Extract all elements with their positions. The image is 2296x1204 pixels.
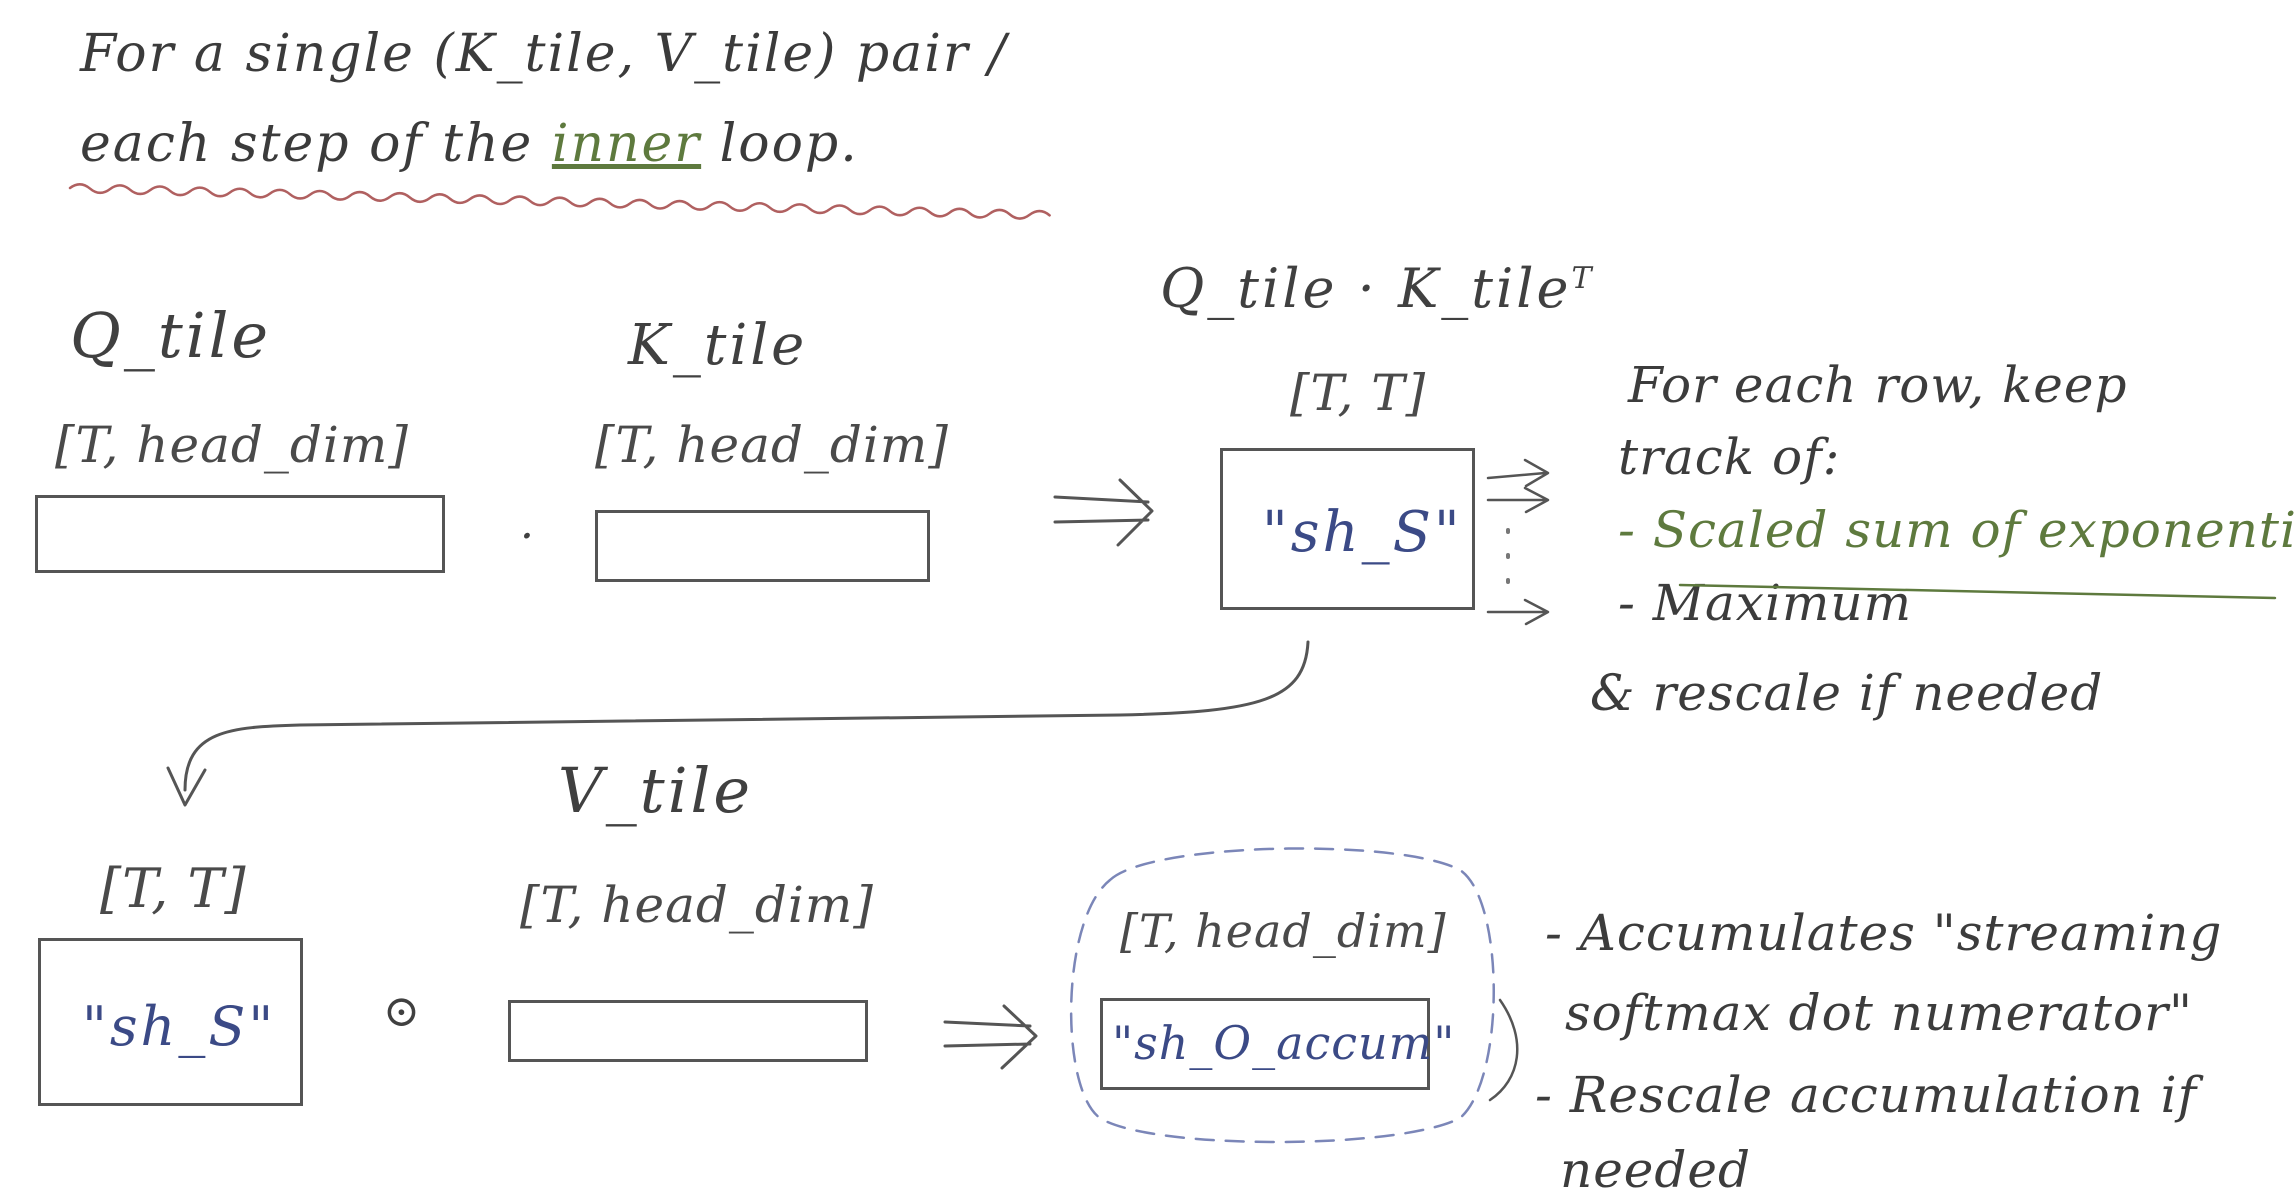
note-accumulates-2: softmax dot numerator": [1565, 984, 2193, 1042]
top-implies-arrow: [1053, 478, 1154, 547]
row-tracking-arrow-1: [1486, 458, 1550, 488]
elementwise-operator: ⊙: [383, 986, 423, 1037]
v-tile-label: V_tile: [558, 754, 754, 827]
row-tracking-arrow-3: [1486, 598, 1550, 626]
bottom-implies-arrow: [943, 1004, 1038, 1070]
sh-o-accum-label: "sh_O_accum": [1112, 1016, 1456, 1070]
accum-bracket: [1488, 998, 1519, 1102]
note-scaled-sum: - Scaled sum of exponentials: [1618, 501, 2296, 559]
q-tile-label: Q_tile: [70, 299, 272, 372]
dot-operator: ·: [520, 511, 537, 562]
qk-result-dim: [T, T]: [1290, 364, 1427, 422]
q-tile-dim: [T, head_dim]: [55, 416, 409, 474]
qk-result-label-text: Q_tile · K_tile: [1160, 257, 1572, 320]
header-wavy-underline: [68, 183, 1051, 220]
note-rescale: & rescale if needed: [1590, 664, 2104, 722]
header-line-1: For a single (K_tile, V_tile) pair /: [80, 24, 1008, 84]
transpose-superscript: T: [1571, 261, 1595, 296]
note-rescale-accum-2: needed: [1560, 1141, 1751, 1199]
s-tile-bottom-dim: [T, T]: [100, 857, 247, 920]
header-inner-highlight: inner: [551, 114, 702, 174]
scaled-sum-underline: [1678, 583, 2277, 600]
sh-s-top-box: [1220, 448, 1475, 610]
sh-o-accum-box: [1100, 998, 1430, 1090]
v-tile-box: [508, 1000, 868, 1062]
row-tracking-intro-1: For each row, keep: [1628, 356, 2128, 414]
header-line-2-prefix: each step of the: [80, 114, 534, 174]
row-tracking-intro-2: track of:: [1618, 428, 1841, 486]
accum-dashed-circle: [1069, 847, 1495, 1144]
k-tile-dim: [T, head_dim]: [595, 416, 949, 474]
header-line-2-suffix: loop.: [719, 114, 859, 174]
qk-result-label: Q_tile · K_tileT: [1160, 262, 1595, 316]
q-tile-box: [35, 495, 445, 573]
accum-dim: [T, head_dim]: [1120, 904, 1447, 958]
reuse-connector: [183, 640, 1310, 792]
reuse-connector-arrowhead: [166, 766, 207, 807]
sh-s-bottom-label: "sh_S": [82, 995, 277, 1058]
note-rescale-accum-1: - Rescale accumulation if: [1535, 1066, 2198, 1124]
note-accumulates-1: - Accumulates "streaming: [1545, 904, 2223, 962]
k-tile-box: [595, 510, 930, 582]
k-tile-label: K_tile: [628, 313, 808, 378]
header-line-2: each step of the inner loop.: [80, 118, 859, 170]
sh-s-top-label: "sh_S": [1262, 500, 1463, 565]
row-tracking-arrow-2: [1486, 486, 1550, 514]
v-tile-dim: [T, head_dim]: [520, 876, 874, 934]
sh-s-bottom-box: [38, 938, 303, 1106]
